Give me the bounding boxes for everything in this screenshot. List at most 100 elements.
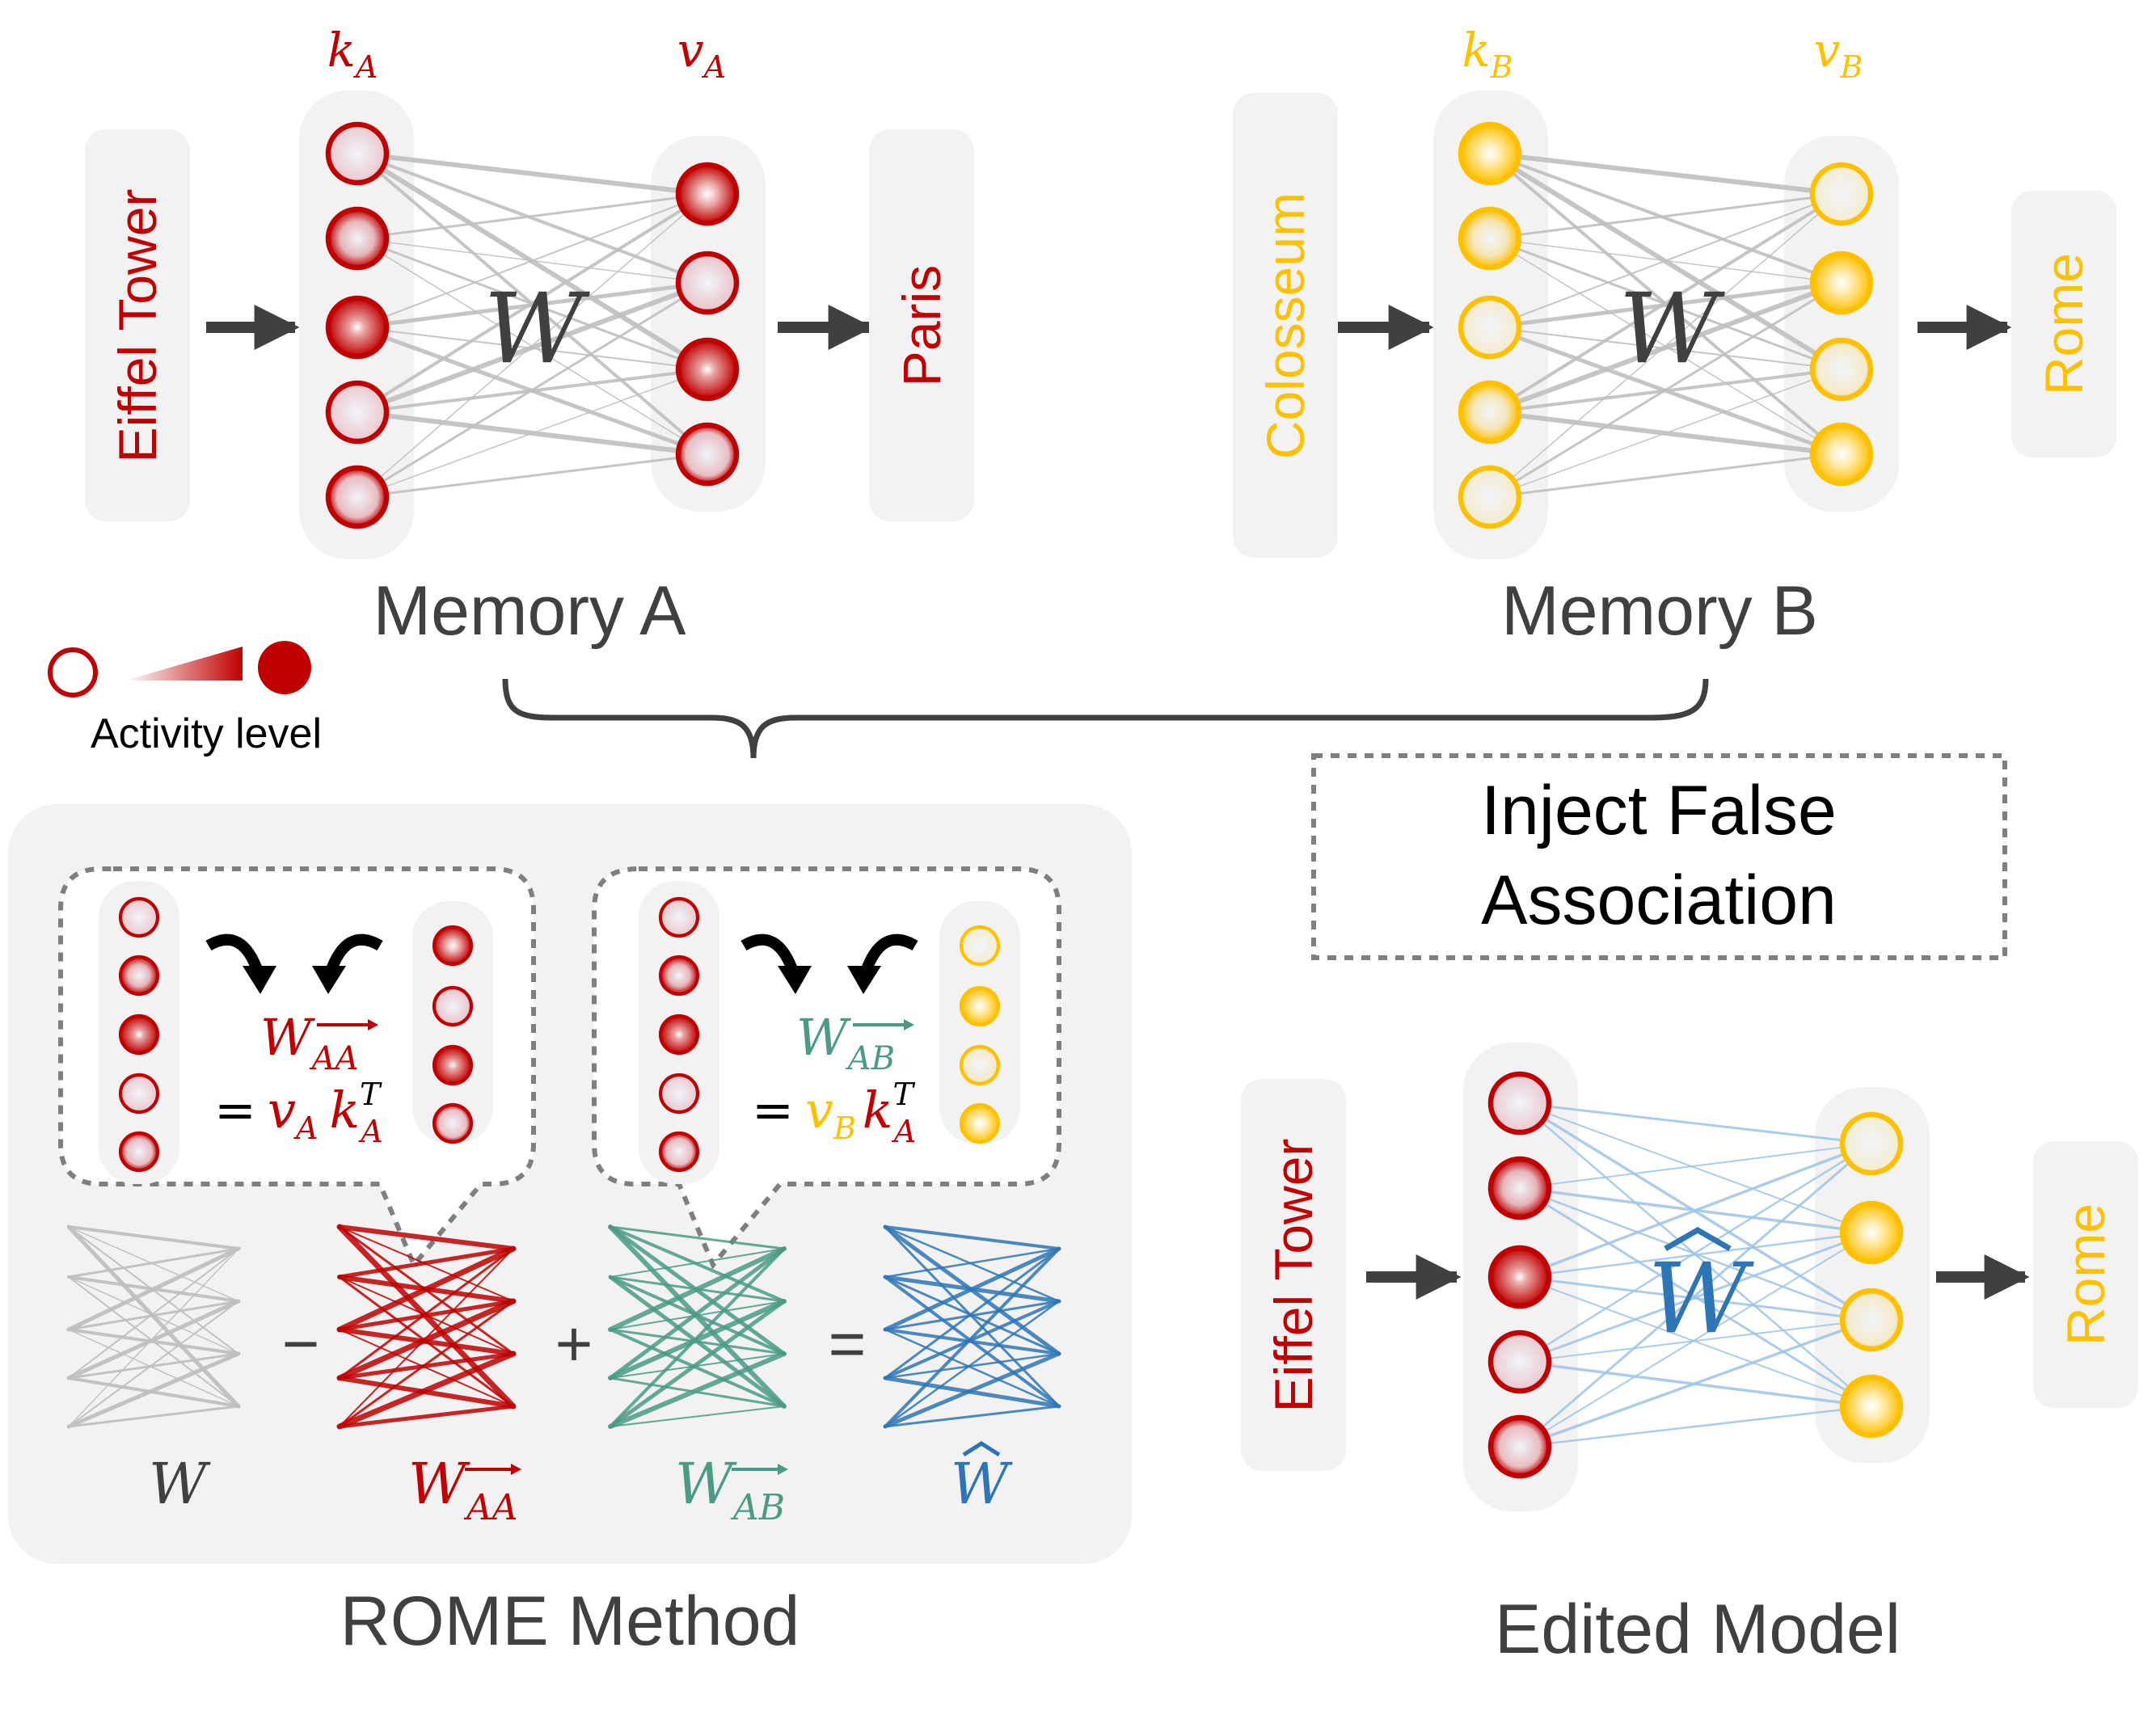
rome-matrix-what-edge-13	[884, 1247, 1061, 1380]
memory-a-value-neuron-1	[675, 162, 740, 226]
rome-bubble-left-key-neurons	[118, 896, 160, 1173]
memory-b-value-neuron-4	[1809, 422, 1874, 487]
memory-a-weight-edge-10	[355, 280, 710, 330]
edited-weights	[1518, 1102, 1873, 1448]
rome-matrix-w-edge-5	[67, 1247, 240, 1279]
memory-b-title: Memory B	[1501, 572, 1818, 650]
edited-model: Eiffel Tower W Rome Edited Model	[1241, 1043, 2138, 1668]
rome-matrix-wab	[608, 1224, 787, 1429]
memory-b-weight-edge-13	[1488, 192, 1843, 414]
rome-matrix-waa-edge-15	[337, 1351, 516, 1380]
rome-label-wab-arrowhead-icon	[778, 1464, 788, 1475]
activity-legend: Activity level	[48, 641, 322, 757]
memory-b: Colosseum W kB vB Rome Memory B	[1233, 23, 2116, 650]
rome-label-what: W	[951, 1451, 1013, 1517]
rome-bubble-left-value-neuron-3	[432, 1044, 474, 1086]
edited-value-neurons	[1839, 1111, 1904, 1439]
memory-a-key-neuron-3	[325, 295, 390, 360]
rome-matrix-w-edge-20	[67, 1405, 240, 1428]
edited-weight-edge-1	[1518, 1102, 1873, 1145]
rome-bubble-left-curved-arrow-left-icon	[324, 933, 383, 976]
rome-bubble-right-arrowhead-right-icon	[778, 966, 812, 994]
rome-bubble-left-formula-w: WAA	[260, 1008, 359, 1077]
memory-b-value-neuron-3	[1809, 337, 1874, 402]
edited-value-neuron-4	[1839, 1374, 1904, 1439]
rome-bubble-right-value-neuron-2	[959, 985, 1001, 1027]
memory-a-key-label: kA	[327, 23, 378, 85]
rome-matrix-what	[883, 1224, 1061, 1429]
rome-matrix-what-edge-18	[884, 1300, 1061, 1428]
memory-b-key-label: kB	[1462, 23, 1513, 85]
rome-bubble-right-key-neuron-1	[658, 896, 700, 938]
memory-b-key-neurons	[1458, 121, 1522, 529]
memory-a-weight-edge-14	[355, 280, 710, 415]
edited-key-neuron-3	[1487, 1245, 1552, 1309]
legend-label: Activity level	[91, 710, 322, 757]
edited-weight-edge-2	[1519, 1102, 1872, 1233]
memory-b-input-label: Colosseum	[1255, 192, 1315, 459]
rome-bubble-right-value-neuron-3	[959, 1044, 1001, 1086]
edited-key-neuron-2	[1487, 1156, 1552, 1220]
memory-b-key-neuron-4	[1458, 380, 1522, 445]
edited-weight-edge-17	[1518, 1142, 1873, 1448]
memory-b-output-box	[2011, 191, 2116, 457]
rome-label-waa: WAA	[408, 1451, 518, 1528]
edited-key-neuron-5	[1487, 1414, 1552, 1479]
rome-bubble-left-key-neuron-1	[118, 896, 160, 938]
rome-method-title: ROME Method	[340, 1582, 800, 1660]
rome-matrix-w-edge-14	[66, 1299, 241, 1380]
memory-b-key-neuron-2	[1458, 206, 1522, 271]
memory-a-weight-edge-1	[355, 151, 710, 196]
memory-b-weight-edge-19	[1489, 369, 1842, 498]
rome-label-waa-arrowhead-icon	[511, 1464, 521, 1475]
memory-b-weight-label: W	[1618, 273, 1725, 386]
rome-matrix-w-edge-18	[68, 1300, 239, 1427]
edited-input-box	[1241, 1079, 1346, 1471]
edited-value-neuron-2	[1839, 1200, 1904, 1265]
rome-matrix-what-edge-1	[884, 1225, 1061, 1250]
rome-bubble-right-value-neuron-4	[959, 1102, 1001, 1144]
edited-weight-edge-13	[1518, 1142, 1873, 1363]
rome-bubble-right-value-neurons	[959, 925, 1001, 1144]
memory-b-weight-edge-9	[1489, 193, 1842, 328]
rome-matrix-w-edge-15	[67, 1352, 240, 1380]
rome-matrix-waa	[336, 1224, 517, 1430]
rome-bubble-right-key-neuron-2	[658, 955, 700, 997]
rome-matrix-what-edge-20	[884, 1405, 1061, 1428]
memory-a-weight-edge-17	[357, 193, 708, 498]
memory-a-key-neuron-2	[325, 206, 390, 271]
edited-model-title: Edited Model	[1495, 1591, 1901, 1668]
rome-bubble-left-key-neuron-5	[118, 1131, 160, 1173]
memory-b-key-neuron-5	[1458, 465, 1522, 529]
memory-a-value-neuron-4	[675, 422, 740, 487]
memory-a-weights	[355, 151, 710, 499]
rome-minus-operator: −	[282, 1308, 320, 1380]
rome-matrix-what-edge-5	[884, 1247, 1061, 1279]
rome-matrix-wab-edge-9	[608, 1246, 787, 1332]
rome-matrix-what-edge-17	[884, 1247, 1061, 1428]
edited-value-neuron-1	[1839, 1111, 1904, 1176]
rome-equals-operator: =	[829, 1308, 867, 1380]
edited-weight-edge-20	[1518, 1405, 1873, 1448]
inject-false-association-box: Inject False Association	[1311, 753, 2007, 960]
memory-b-value-neurons	[1809, 162, 1874, 487]
rome-matrix-wab-edge-20	[610, 1405, 785, 1427]
edited-input-label: Eiffel Tower	[1264, 1139, 1323, 1413]
memory-b-key-neuron-1	[1458, 121, 1522, 186]
rome-matrix-wab-edge-19	[608, 1351, 787, 1429]
rome-bubble-left-key-neuron-3	[118, 1014, 160, 1056]
rome-bubble-left-arrowhead-right-icon	[243, 966, 276, 994]
memory-a-value-label: vA	[677, 23, 726, 85]
rome-matrix-what-edge-10	[884, 1300, 1061, 1331]
inject-line-2: Association	[1481, 862, 1837, 939]
edited-output-box	[2033, 1141, 2138, 1408]
memory-a-key-neuron-1	[325, 121, 390, 186]
rome-matrix-waa-edge-1	[337, 1224, 516, 1251]
rome-matrix-waa-edge-5	[337, 1246, 516, 1279]
memory-b-value-label: vB	[1814, 23, 1863, 85]
rome-matrix-w-edge-10	[67, 1300, 240, 1331]
